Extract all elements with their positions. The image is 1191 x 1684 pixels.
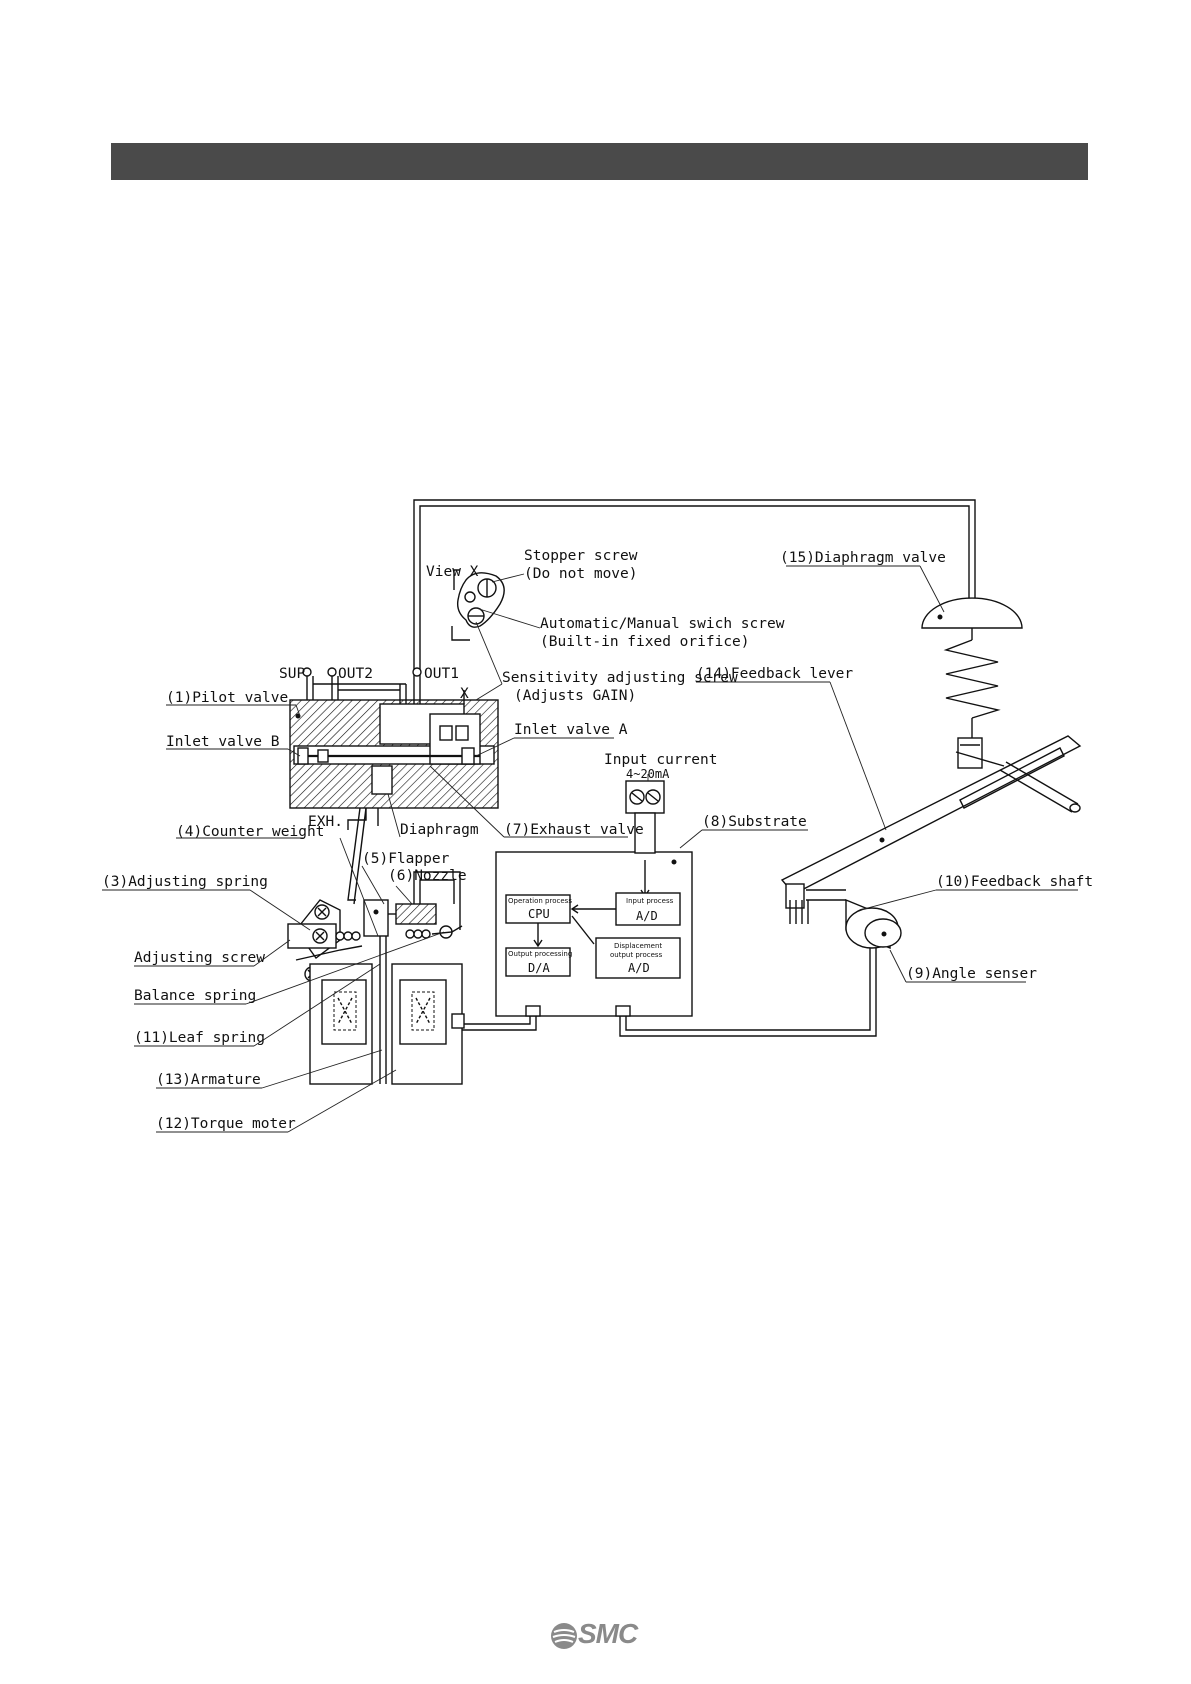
label-da: D/A — [528, 961, 550, 975]
label-exh: EXH. — [308, 814, 343, 830]
label-x-mark: X — [460, 686, 469, 702]
air-line-loop — [413, 499, 976, 676]
label-pilot-valve: (1)Pilot valve — [166, 690, 288, 706]
label-counter-weight: (4)Counter weight — [176, 824, 324, 840]
header-bar — [111, 143, 1088, 180]
substrate-board — [495, 780, 693, 1017]
label-sensitivity: Sensitivity adjusting screw — [502, 670, 738, 686]
label-output-process: output process — [610, 951, 663, 959]
label-cpu: CPU — [528, 907, 550, 921]
label-nozzle: (6)Nozzle — [388, 868, 467, 884]
label-adjusting-spring: (3)Adjusting spring — [102, 874, 268, 890]
leader-lines — [102, 565, 1078, 1133]
sensor-wire — [619, 948, 877, 1037]
label-adjusts-gain: (Adjusts GAIN) — [514, 688, 636, 704]
label-out2: OUT2 — [338, 666, 373, 682]
label-torque-motor: (12)Torque moter — [156, 1116, 296, 1132]
label-exhaust-valve: (7)Exhaust valve — [504, 822, 644, 838]
label-inlet-valve-a: Inlet valve A — [514, 722, 628, 738]
label-sup: SUP — [279, 666, 305, 682]
text-labels: Stopper screw (Do not move) View X Autom… — [102, 548, 1093, 1132]
label-feedback-shaft: (10)Feedback shaft — [936, 874, 1093, 890]
pilot-valve — [289, 667, 499, 830]
smc-logo-text: SMC — [578, 1618, 638, 1649]
label-auto-manual: Automatic/Manual swich screw — [540, 616, 785, 632]
torque-motor — [309, 963, 465, 1085]
label-builtin-orifice: (Built-in fixed orifice) — [540, 634, 750, 650]
label-input-process: Input process — [626, 897, 674, 905]
label-out1: OUT1 — [424, 666, 459, 682]
label-adjusting-screw: Adjusting screw — [134, 950, 265, 966]
label-do-not-move: (Do not move) — [524, 566, 638, 582]
label-output-processing: Output processing — [508, 950, 572, 958]
smc-logo-icon — [551, 1623, 577, 1649]
label-ad1: A/D — [636, 909, 658, 923]
label-ad2: A/D — [628, 961, 650, 975]
motor-wire — [462, 1016, 537, 1031]
label-displacement: Displacement — [614, 942, 662, 950]
feedback-shaft — [785, 883, 902, 950]
label-diaphragm: Diaphragm — [400, 822, 479, 838]
label-angle-sensor: (9)Angle senser — [906, 966, 1037, 982]
label-input-current: Input current — [604, 752, 718, 768]
label-operation-process: Operation process — [508, 897, 572, 905]
label-view-x: View X — [426, 564, 479, 580]
label-feedback-lever: (14)Feedback lever — [696, 666, 853, 682]
label-substrate: (8)Substrate — [702, 814, 807, 830]
label-inlet-valve-b: Inlet valve B — [166, 734, 280, 750]
label-flapper: (5)Flapper — [362, 851, 450, 867]
label-stopper-screw: Stopper screw — [524, 548, 638, 564]
label-input-range: 4~20mA — [626, 767, 670, 781]
flapper-assembly — [287, 807, 463, 1084]
label-leaf-spring: (11)Leaf spring — [134, 1030, 265, 1046]
label-armature: (13)Armature — [156, 1072, 261, 1088]
label-balance-spring: Balance spring — [134, 988, 256, 1004]
diaphragm-valve — [921, 597, 1023, 769]
label-diaphragm-valve: (15)Diaphragm valve — [780, 550, 946, 566]
feedback-lever — [780, 735, 1082, 895]
